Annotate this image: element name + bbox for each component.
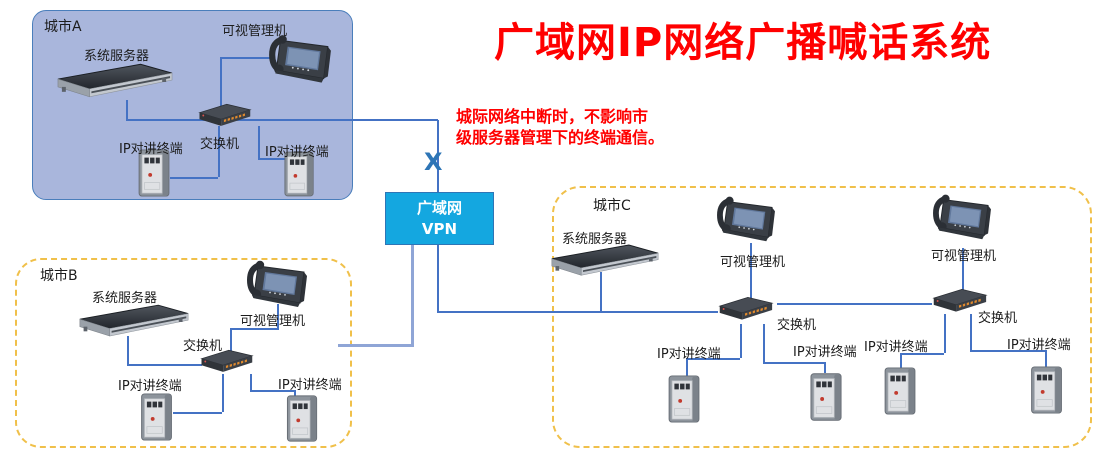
city-b-server-label: 系统服务器 xyxy=(92,291,158,306)
link-c-term4-h xyxy=(970,350,1047,352)
link-a-term1-v xyxy=(218,126,220,177)
server-icon xyxy=(56,62,174,102)
city-a-manager-label: 可视管理机 xyxy=(222,24,288,39)
link-c-term2-v2 xyxy=(824,362,826,373)
page-title: 广域网IP网络广播喊话系统 xyxy=(494,20,992,66)
city-c-switch1-label: 交换机 xyxy=(777,318,817,333)
link-b-term2-v1 xyxy=(250,374,252,390)
video-phone-icon xyxy=(714,192,778,248)
city-c-switch2-label: 交换机 xyxy=(978,311,1018,326)
video-phone-icon xyxy=(266,30,334,90)
link-b-term1-h xyxy=(173,412,222,414)
link-b-phone-h xyxy=(230,328,279,330)
link-c-phone1-v xyxy=(750,243,752,299)
link-vpn-c-v xyxy=(437,243,439,311)
link-a-main xyxy=(126,119,438,121)
link-vpn-b-v xyxy=(411,243,414,346)
link-vpn-b-h xyxy=(338,344,414,347)
link-a-vpn xyxy=(437,120,439,192)
city-a-terminal1-label: IP对讲终端 xyxy=(119,142,183,157)
link-c-term4-v2 xyxy=(1045,350,1047,367)
city-a-label: 城市A xyxy=(44,19,82,35)
city-c-label: 城市C xyxy=(593,198,631,214)
vpn-node: 广域网 VPN xyxy=(385,192,494,245)
link-b-term2-h xyxy=(250,390,296,392)
video-phone-icon xyxy=(244,256,310,314)
intercom-icon xyxy=(810,371,843,423)
intercom-icon xyxy=(884,366,917,416)
city-c-box xyxy=(552,186,1092,448)
link-c-term1-v1 xyxy=(740,324,742,358)
link-a-term2-h xyxy=(258,158,288,160)
city-b-terminal1-label: IP对讲终端 xyxy=(118,379,182,394)
city-c-terminal1-label: IP对讲终端 xyxy=(657,347,721,362)
server-icon xyxy=(78,303,190,341)
link-c-term2-v1 xyxy=(763,324,765,362)
city-b-box xyxy=(15,258,352,448)
link-c-term1-h xyxy=(686,358,740,360)
link-b-term1-v xyxy=(222,374,224,412)
server-icon xyxy=(550,243,660,280)
city-c-manager2-label: 可视管理机 xyxy=(931,249,997,264)
city-a-server-label: 系统服务器 xyxy=(84,49,150,64)
switch-icon xyxy=(712,294,776,324)
intercom-icon xyxy=(668,374,701,424)
city-c-manager1-label: 可视管理机 xyxy=(720,255,786,270)
link-a-phone-v xyxy=(220,57,222,110)
video-phone-icon xyxy=(930,190,994,246)
link-c-term3-h xyxy=(900,353,944,355)
link-vpn-c-h xyxy=(437,311,718,313)
link-c-term4-v1 xyxy=(970,314,972,350)
city-c-terminal3-label: IP对讲终端 xyxy=(864,340,928,355)
note-line-1: 城际网络中断时，不影响市 xyxy=(456,107,649,126)
link-b-phone-v1 xyxy=(277,304,279,328)
city-b-manager-label: 可视管理机 xyxy=(240,314,306,329)
city-c-server-label: 系统服务器 xyxy=(562,232,628,247)
link-c-phone2-v xyxy=(962,248,964,291)
city-a-switch-label: 交换机 xyxy=(200,137,240,152)
link-b-server-v xyxy=(127,336,129,364)
vpn-label-line2: VPN xyxy=(421,219,458,238)
link-b-term2-v2 xyxy=(294,390,296,398)
city-b-label: 城市B xyxy=(40,268,78,284)
city-c-terminal4-label: IP对讲终端 xyxy=(1007,338,1071,353)
vpn-label-line1: 广域网 xyxy=(416,198,462,217)
link-c-switch-switch xyxy=(777,303,932,305)
link-c-term1-v2 xyxy=(686,358,688,376)
city-b-terminal2-label: IP对讲终端 xyxy=(278,378,342,393)
link-a-term2-v xyxy=(258,126,260,158)
switch-icon xyxy=(192,101,254,130)
link-a-phone-h xyxy=(220,57,272,59)
city-b-switch-label: 交换机 xyxy=(183,339,223,354)
link-a-server xyxy=(126,100,128,119)
link-b-phone-v2 xyxy=(230,328,232,352)
city-c-terminal2-label: IP对讲终端 xyxy=(793,345,857,360)
intercom-icon xyxy=(1030,365,1064,415)
note-line-2: 级服务器管理下的终端通信。 xyxy=(456,128,665,147)
link-b-server-h xyxy=(127,364,202,366)
intercom-icon xyxy=(286,394,319,443)
link-a-term1-h xyxy=(170,177,218,179)
link-c-term2-h xyxy=(763,362,826,364)
link-c-term3-v2 xyxy=(900,353,902,368)
link-c-server-v xyxy=(600,272,602,311)
intercom-icon xyxy=(140,392,174,442)
city-a-terminal2-label: IP对讲终端 xyxy=(265,145,329,160)
link-c-term3-v1 xyxy=(944,314,946,353)
network-break-note: 城际网络中断时，不影响市 级服务器管理下的终端通信。 xyxy=(456,106,664,148)
link-break-x-icon: X xyxy=(424,148,443,176)
